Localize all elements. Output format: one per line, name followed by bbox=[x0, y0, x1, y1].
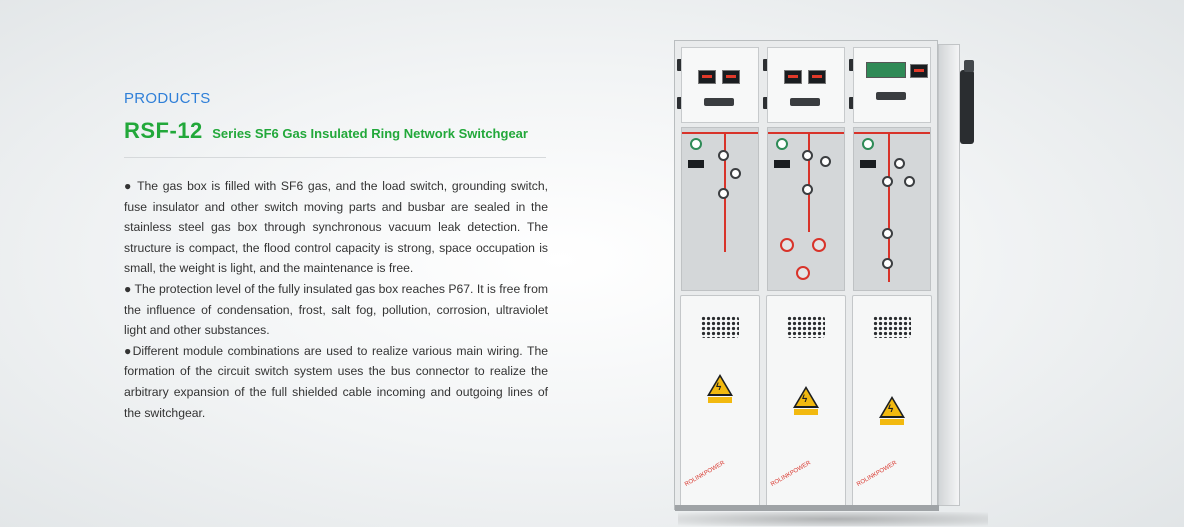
description-paragraph: ●Different module combinations are used … bbox=[124, 343, 548, 420]
lower-door: ϟ ROLINKPOWER bbox=[680, 295, 760, 507]
switch-knob-icon bbox=[882, 176, 893, 187]
cabinet-plinth bbox=[675, 505, 939, 511]
switchgear-cabinet-image: ϟ ROLINKPOWER bbox=[674, 40, 988, 526]
switch-knob-icon bbox=[882, 228, 893, 239]
description-paragraph: ● The protection level of the fully insu… bbox=[124, 281, 548, 338]
hinge-icon bbox=[677, 59, 682, 71]
cabinet-body: ϟ ROLINKPOWER bbox=[674, 40, 939, 511]
high-voltage-warning-icon: ϟ bbox=[707, 374, 733, 404]
switch-knob-icon bbox=[718, 150, 729, 161]
cable-bushing-icon bbox=[960, 70, 974, 144]
meter-icon bbox=[698, 70, 716, 84]
pressure-gauge-icon bbox=[690, 138, 702, 150]
control-panel bbox=[767, 47, 845, 123]
pressure-gauge-icon bbox=[862, 138, 874, 150]
meter-icon bbox=[910, 64, 928, 78]
multifunction-meter-icon bbox=[866, 62, 906, 78]
cabinet-unit-1: ϟ ROLINKPOWER bbox=[677, 41, 763, 511]
button-row-icon bbox=[704, 98, 734, 106]
switch-knob-icon bbox=[730, 168, 741, 179]
product-model: RSF-12 bbox=[124, 118, 203, 143]
hinge-icon bbox=[763, 97, 768, 109]
description-paragraph: ● The gas box is filled with SF6 gas, an… bbox=[124, 179, 548, 276]
switch-knob-icon bbox=[894, 158, 905, 169]
meter-icon bbox=[784, 70, 802, 84]
meter-icon bbox=[722, 70, 740, 84]
high-voltage-warning-icon: ϟ bbox=[879, 396, 905, 426]
lower-door: ϟ ROLINKPOWER bbox=[766, 295, 846, 507]
cabinet-shadow bbox=[678, 512, 988, 526]
control-panel bbox=[853, 47, 931, 123]
hinge-icon bbox=[849, 59, 854, 71]
meter-icon bbox=[808, 70, 826, 84]
title-divider bbox=[124, 157, 546, 158]
fuse-indicator-icon bbox=[812, 238, 826, 252]
mimic-panel bbox=[681, 127, 759, 291]
brand-label: ROLINKPOWER bbox=[770, 460, 812, 488]
ventilation-grille-icon bbox=[873, 316, 911, 338]
products-label: PRODUCTS bbox=[124, 90, 211, 107]
mimic-panel bbox=[853, 127, 931, 291]
display-icon bbox=[688, 160, 704, 168]
button-row-icon bbox=[790, 98, 820, 106]
display-icon bbox=[860, 160, 876, 168]
switch-knob-icon bbox=[904, 176, 915, 187]
cabinet-unit-3: ϟ ROLINKPOWER bbox=[849, 41, 935, 511]
hinge-icon bbox=[763, 59, 768, 71]
brand-label: ROLINKPOWER bbox=[856, 460, 898, 488]
ventilation-grille-icon bbox=[701, 316, 739, 338]
ventilation-grille-icon bbox=[787, 316, 825, 338]
cable-bushing-cap-icon bbox=[964, 60, 974, 72]
button-row-icon bbox=[876, 92, 906, 100]
product-title: RSF-12 Series SF6 Gas Insulated Ring Net… bbox=[124, 118, 528, 144]
control-panel bbox=[681, 47, 759, 123]
switch-knob-icon bbox=[882, 258, 893, 269]
mimic-panel bbox=[767, 127, 845, 291]
hinge-icon bbox=[849, 97, 854, 109]
switch-knob-icon bbox=[820, 156, 831, 167]
switch-knob-icon bbox=[718, 188, 729, 199]
cabinet-side-panel bbox=[938, 44, 960, 506]
fuse-indicator-icon bbox=[780, 238, 794, 252]
switch-knob-icon bbox=[802, 184, 813, 195]
lower-door: ϟ ROLINKPOWER bbox=[852, 295, 932, 507]
product-description: ● The gas box is filled with SF6 gas, an… bbox=[124, 176, 548, 423]
fuse-indicator-icon bbox=[796, 266, 810, 280]
product-subtitle: Series SF6 Gas Insulated Ring Network Sw… bbox=[212, 126, 528, 141]
high-voltage-warning-icon: ϟ bbox=[793, 386, 819, 416]
brand-label: ROLINKPOWER bbox=[684, 460, 726, 488]
pressure-gauge-icon bbox=[776, 138, 788, 150]
cabinet-unit-2: ϟ ROLINKPOWER bbox=[763, 41, 849, 511]
hinge-icon bbox=[677, 97, 682, 109]
switch-knob-icon bbox=[802, 150, 813, 161]
display-icon bbox=[774, 160, 790, 168]
